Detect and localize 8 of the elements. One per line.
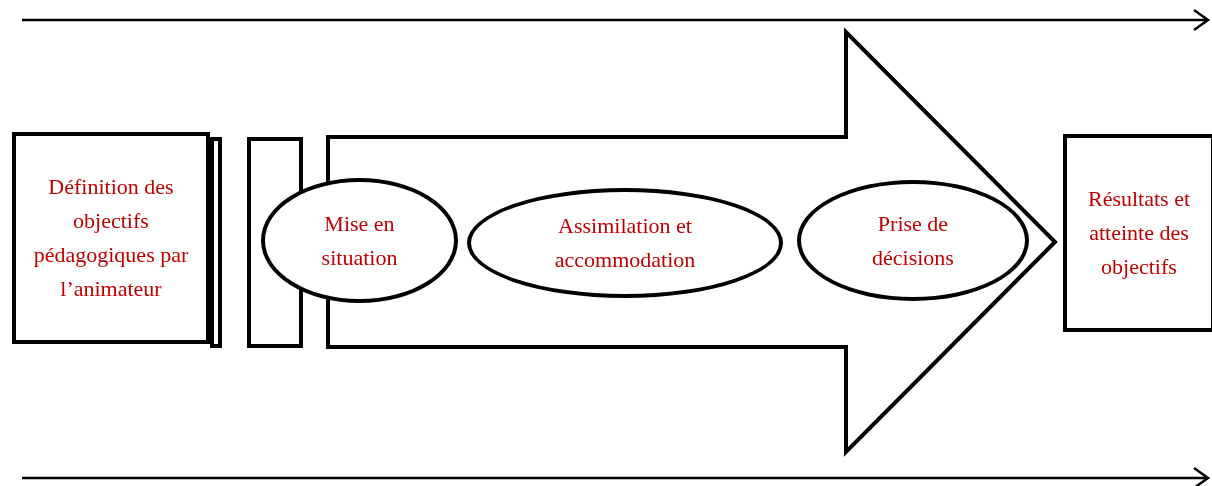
node-label: Définition des objectifs pédagogiques par l’animateur <box>32 173 190 303</box>
bar-shape <box>210 137 222 348</box>
process-box <box>12 132 210 344</box>
node-label: Assimilation et accommodation <box>553 212 697 274</box>
node-label: Mise en situation <box>320 209 399 272</box>
node-label: Résultats et atteinte des objectifs <box>1086 185 1191 281</box>
result-box <box>1063 134 1212 332</box>
node-label: Prise de décisions <box>871 209 955 272</box>
